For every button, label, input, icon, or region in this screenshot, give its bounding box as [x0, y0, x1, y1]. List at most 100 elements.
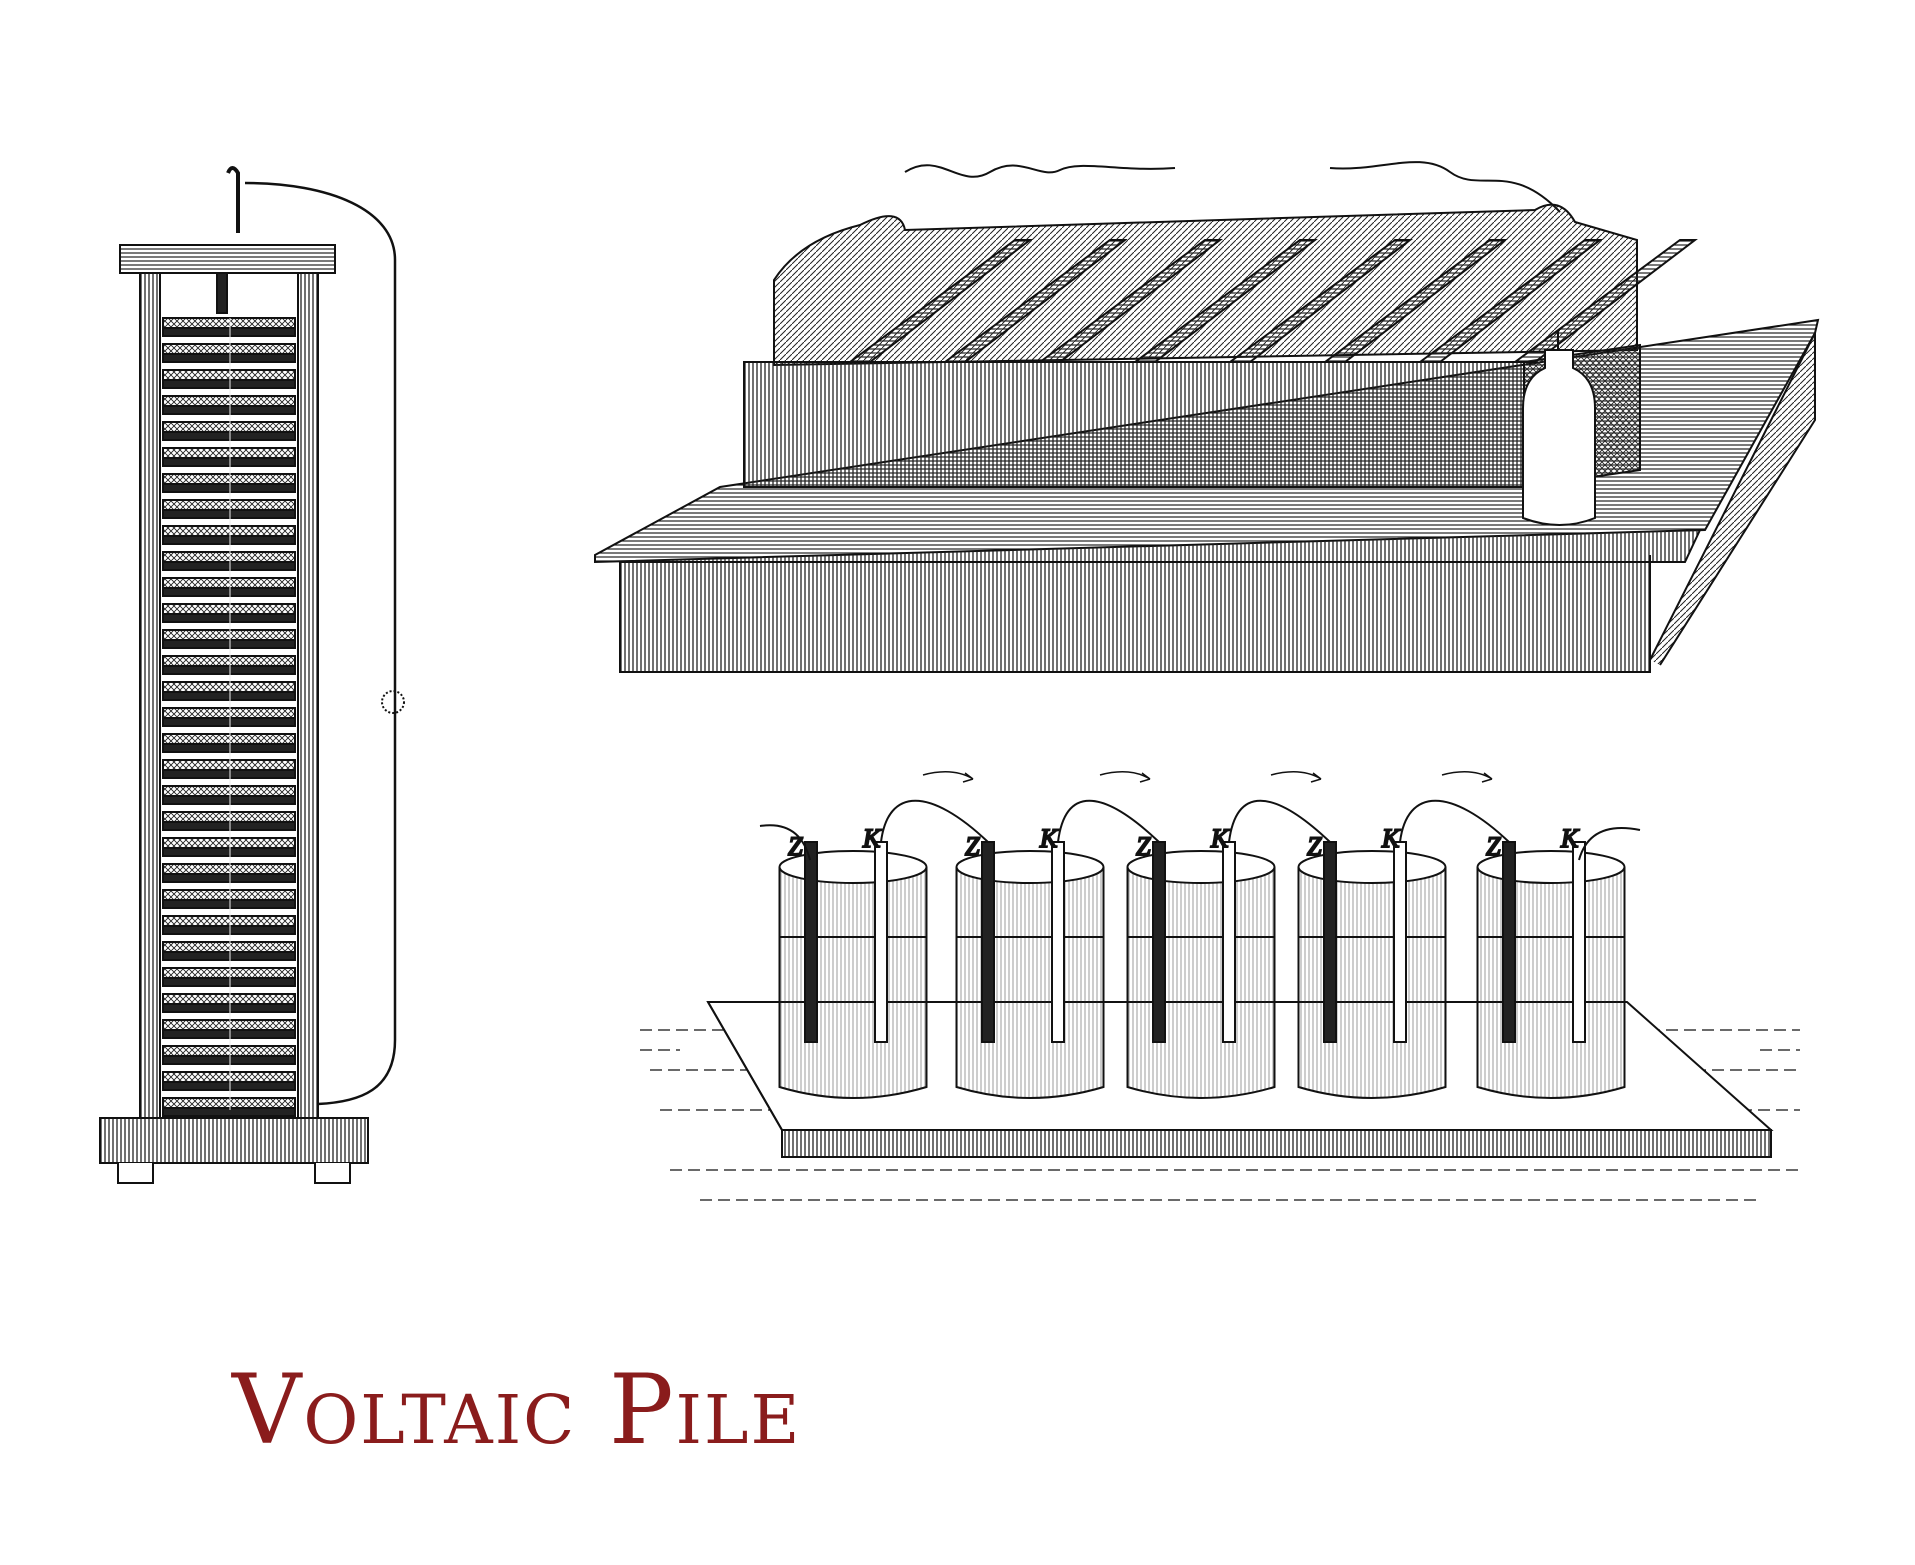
trough-battery-on-table [594, 161, 1820, 673]
pile-disc [162, 733, 296, 745]
pile-disc [162, 821, 296, 831]
pile-disc [162, 395, 296, 407]
copper-label: K [1381, 824, 1401, 853]
copper-label: K [1210, 824, 1230, 853]
trough-plate [1321, 239, 1508, 363]
pile-disc [162, 707, 296, 719]
trough-plate [1036, 239, 1223, 363]
pile-disc [162, 655, 296, 667]
connecting-wire [1228, 799, 1331, 843]
copper-label: K [1560, 824, 1580, 853]
current-arrow [922, 771, 974, 783]
pile-disc [162, 317, 296, 329]
zinc-plate [804, 841, 818, 1043]
pile-disc [162, 665, 296, 675]
trough-plate [1416, 239, 1603, 363]
trough-plate [1226, 239, 1413, 363]
pile-disc [162, 1029, 296, 1039]
connecting-wire [880, 799, 989, 843]
current-arrow [1099, 771, 1151, 783]
pile-disc [162, 639, 296, 649]
pile-disc [162, 759, 296, 771]
pile-disc [162, 447, 296, 459]
pile-disc [162, 603, 296, 615]
pile-disc [162, 629, 296, 641]
pile-disc [162, 509, 296, 519]
zinc-label: Z [965, 832, 980, 861]
zinc-label: Z [1486, 832, 1501, 861]
pile-disc [162, 873, 296, 883]
input-wire [759, 824, 811, 861]
pile-disc [162, 769, 296, 779]
pile-disc [162, 1019, 296, 1031]
pile-disc [162, 899, 296, 909]
pile-disc [162, 551, 296, 563]
pile-disc [162, 691, 296, 701]
pile-disc [162, 889, 296, 901]
pile-disc [162, 785, 296, 797]
pile-disc [162, 951, 296, 961]
connecting-wire [1057, 799, 1160, 843]
copper-plate [1572, 841, 1586, 1043]
pile-disc [162, 525, 296, 537]
pile-disc [162, 925, 296, 935]
pile-disc [162, 681, 296, 693]
pile-disc [162, 811, 296, 823]
pile-disc [162, 561, 296, 571]
pile-disc [162, 1003, 296, 1013]
copper-plate [874, 841, 888, 1043]
copper-plate [1393, 841, 1407, 1043]
pile-disc [162, 369, 296, 381]
pile-disc [162, 577, 296, 589]
pile-disc [162, 915, 296, 927]
zinc-label: Z [1136, 832, 1151, 861]
pile-disc [162, 327, 296, 337]
zinc-plate [1502, 841, 1516, 1043]
zinc-plate [1152, 841, 1166, 1043]
trough-plate [941, 239, 1128, 363]
current-arrow [1441, 771, 1493, 783]
pile-disc [162, 977, 296, 987]
zinc-plate [981, 841, 995, 1043]
pile-disc [162, 499, 296, 511]
trough-plate [846, 239, 1033, 363]
pile-disc [162, 421, 296, 433]
connecting-wire [1399, 799, 1510, 843]
pile-disc [162, 717, 296, 727]
current-arrow [1270, 771, 1322, 783]
pile-disc [162, 795, 296, 805]
pile-disc [162, 1055, 296, 1065]
pile-disc [162, 863, 296, 875]
pile-disc [162, 613, 296, 623]
pile-disc [162, 1081, 296, 1091]
pile-disc [162, 483, 296, 493]
zinc-label: Z [1307, 832, 1322, 861]
pile-disc [162, 431, 296, 441]
pile-disc [162, 1071, 296, 1083]
pile-disc [162, 379, 296, 389]
pile-disc [162, 587, 296, 597]
copper-label: K [862, 824, 882, 853]
pile-disc [162, 1045, 296, 1057]
pile-disc [162, 941, 296, 953]
pile-disc [162, 353, 296, 363]
pile-disc [162, 473, 296, 485]
output-wire [1578, 827, 1641, 861]
pile-disc [162, 847, 296, 857]
copper-plate [1222, 841, 1236, 1043]
pile-disc [162, 535, 296, 545]
pile-disc [162, 837, 296, 849]
pile-disc [162, 967, 296, 979]
pile-disc [162, 1097, 296, 1109]
trough-plate [1131, 239, 1318, 363]
copper-plate [1051, 841, 1065, 1043]
pile-disc [162, 343, 296, 355]
